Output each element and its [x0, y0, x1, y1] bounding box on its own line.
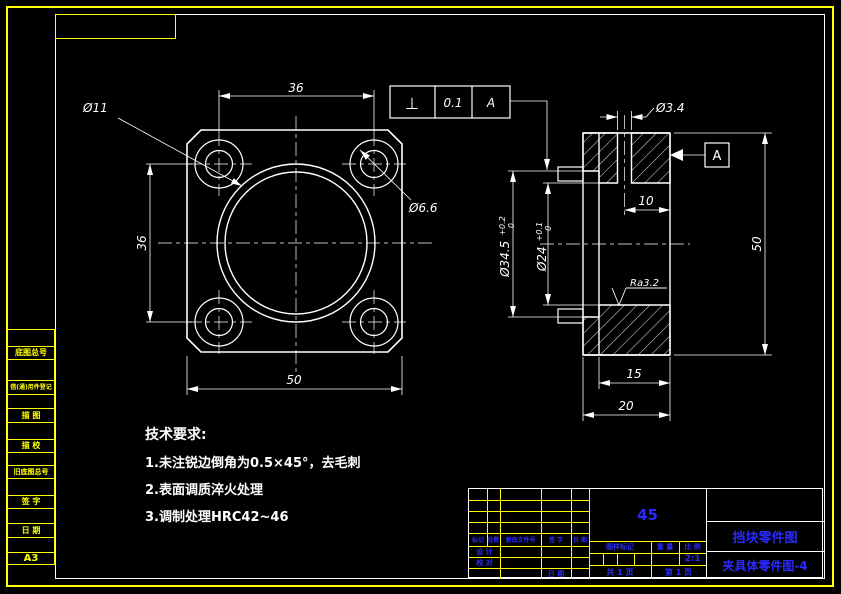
section-view: Ø3.4 10 A 50	[490, 101, 772, 421]
hatch-bottom	[582, 304, 671, 356]
svg-text:50: 50	[286, 373, 302, 387]
inner-drawing-frame	[55, 14, 825, 579]
weight-header: 重 量	[656, 543, 674, 551]
rev-header-mark: 标记	[471, 537, 484, 544]
svg-text:Ø3.4: Ø3.4	[655, 101, 685, 115]
leader-counterbore-dia: Ø11	[82, 101, 243, 187]
rev-header-count: 处数	[487, 537, 500, 544]
svg-text:Ø24 +0.1 0: Ø24 +0.1 0	[527, 217, 553, 272]
hatch-top-left	[582, 132, 619, 184]
technical-requirements: 技术要求: 1.未注锐边倒角为0.5×45°，去毛刺 2.表面调质淬火处理 3.…	[145, 424, 455, 525]
datum-flag: A	[670, 142, 730, 168]
svg-text:A: A	[713, 149, 722, 164]
boss-lip-bottom	[557, 308, 584, 324]
svg-text:A: A	[486, 96, 495, 110]
rev-header-date: 日 期	[572, 537, 588, 544]
front-view: 36 36 50 Ø11	[82, 81, 438, 395]
sheet-size-label: A3	[7, 552, 55, 565]
tech-requirement-item: 1.未注锐边倒角为0.5×45°，去毛刺	[145, 456, 361, 471]
plate-outline	[186, 129, 403, 353]
svg-text:Ø11: Ø11	[82, 101, 108, 115]
svg-text:15: 15	[626, 367, 641, 381]
front-centerlines	[158, 116, 434, 372]
project-title: 夹具体零件图-4	[722, 558, 808, 573]
tolerance-frame: ⊥ 0.1 A	[389, 85, 550, 170]
stamp-header: 图样标记	[606, 543, 634, 551]
sheets-total: 共 1 页	[606, 567, 634, 577]
dim-height-50: 50	[674, 132, 772, 356]
svg-text:10: 10	[638, 194, 654, 208]
dim-depth-total: 20	[582, 357, 670, 421]
dim-36-top: 36	[218, 81, 375, 132]
outer-yellow-border	[6, 6, 834, 587]
svg-text:50: 50	[750, 236, 764, 252]
title-block: 标记 处数 更改文件号 签 字 日 期 设 计 校 对 日 期 45 图样标记 …	[468, 488, 824, 579]
sheet-number: 第 1 页	[664, 567, 693, 577]
boss-lip-top	[557, 166, 584, 182]
svg-text:0.1: 0.1	[443, 96, 462, 110]
svg-text:Ø34.5 +0.2: Ø34.5 +0.2 0	[490, 211, 516, 278]
dim-50-bottom: 50	[186, 356, 403, 395]
dim-depth-inner: 15	[598, 357, 671, 421]
row-check-label: 校 对	[476, 558, 493, 567]
dim-hole-offset: 10	[624, 194, 670, 213]
rev-header-docno: 更改文件号	[505, 537, 536, 544]
dim-36-left: 36	[135, 163, 192, 323]
tech-requirements-title: 技术要求:	[145, 427, 207, 443]
svg-text:Ø6.6: Ø6.6	[408, 201, 438, 215]
perpendicularity-icon: ⊥	[405, 94, 419, 113]
part-title: 挡块零件图	[732, 530, 798, 546]
svg-text:Ra3.2: Ra3.2	[630, 278, 659, 289]
scale-header: 比 例	[684, 543, 701, 551]
left-title-strip: 底图总号 借(通)用件登记 描 图 描 校 旧底图总号 签 字 日 期 A3	[7, 329, 55, 565]
svg-text:36: 36	[135, 235, 149, 251]
surface-finish-icon: Ra3.2	[611, 278, 667, 307]
section-centerlines	[540, 115, 690, 245]
tech-requirement-item: 2.表面调质淬火处理	[145, 483, 263, 498]
scale-value: 2:1	[684, 554, 701, 564]
dim-bore-small: Ø24 +0.1 0	[527, 182, 599, 306]
material-value: 45	[637, 506, 658, 524]
dim-small-hole: Ø3.4	[600, 101, 685, 130]
dim-bore-large: Ø34.5 +0.2 0	[490, 170, 583, 318]
tech-requirement-item: 3.调制处理HRC42~46	[145, 510, 289, 525]
row-design-label: 设 计	[476, 547, 493, 556]
svg-text:36: 36	[288, 81, 304, 95]
row-date-label: 日 期	[547, 569, 565, 578]
rev-header-sign: 签 字	[548, 537, 564, 544]
hatch-top-right	[630, 132, 671, 184]
svg-text:20: 20	[618, 399, 634, 413]
leader-hole-dia: Ø6.6	[359, 149, 438, 215]
top-left-title-strip-box	[55, 14, 176, 39]
